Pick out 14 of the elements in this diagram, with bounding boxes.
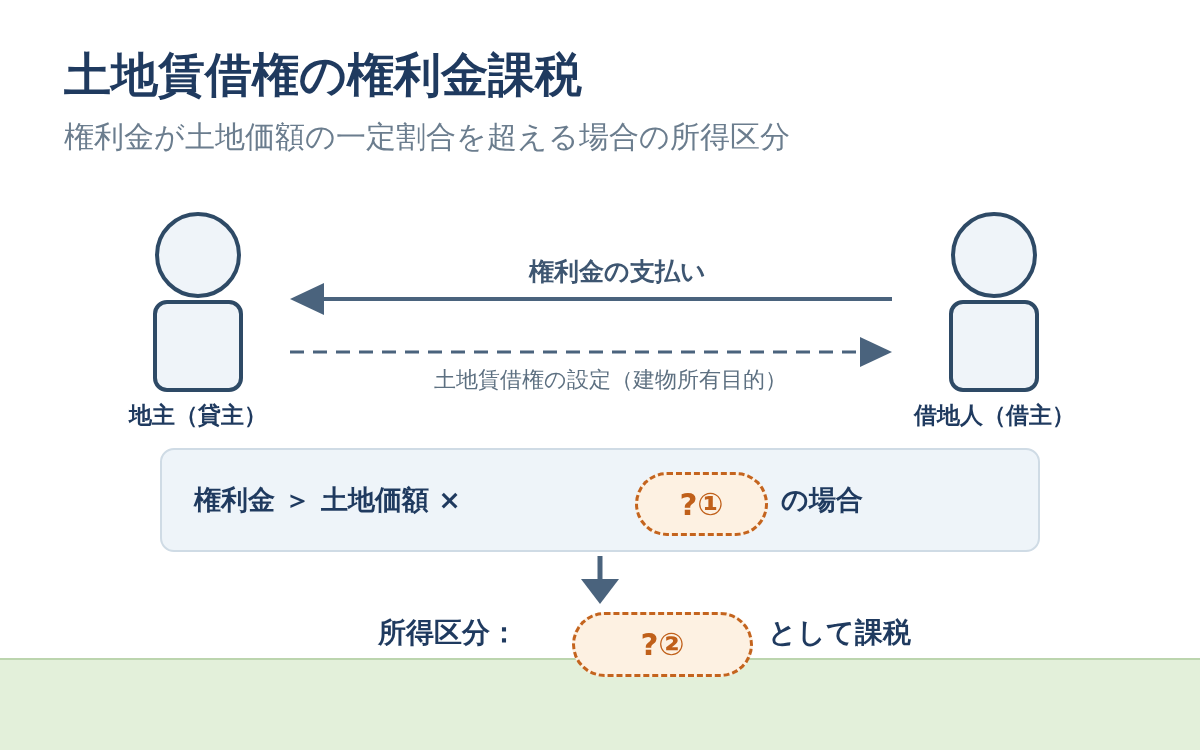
title: 土地賃借権の権利金課税 xyxy=(64,48,582,103)
person-label: 借地人（借主） xyxy=(912,402,1076,429)
result-text: として課税 xyxy=(768,617,911,650)
arrow xyxy=(581,556,619,604)
condition-text: 権利金 ＞ 土地価額 × xyxy=(194,484,461,516)
result-text: 所得区分： xyxy=(378,617,518,650)
answer-box: ?① xyxy=(635,472,768,536)
condition-box xyxy=(160,448,1040,552)
person-label: 地主（貸主） xyxy=(127,402,268,429)
arrow xyxy=(290,283,892,315)
condition-text: の場合 xyxy=(781,484,863,516)
dashed-arrow xyxy=(290,337,892,367)
subtitle: 権利金が土地価額の一定割合を超える場合の所得区分 xyxy=(64,120,790,155)
answer-box: ?② xyxy=(572,612,753,677)
